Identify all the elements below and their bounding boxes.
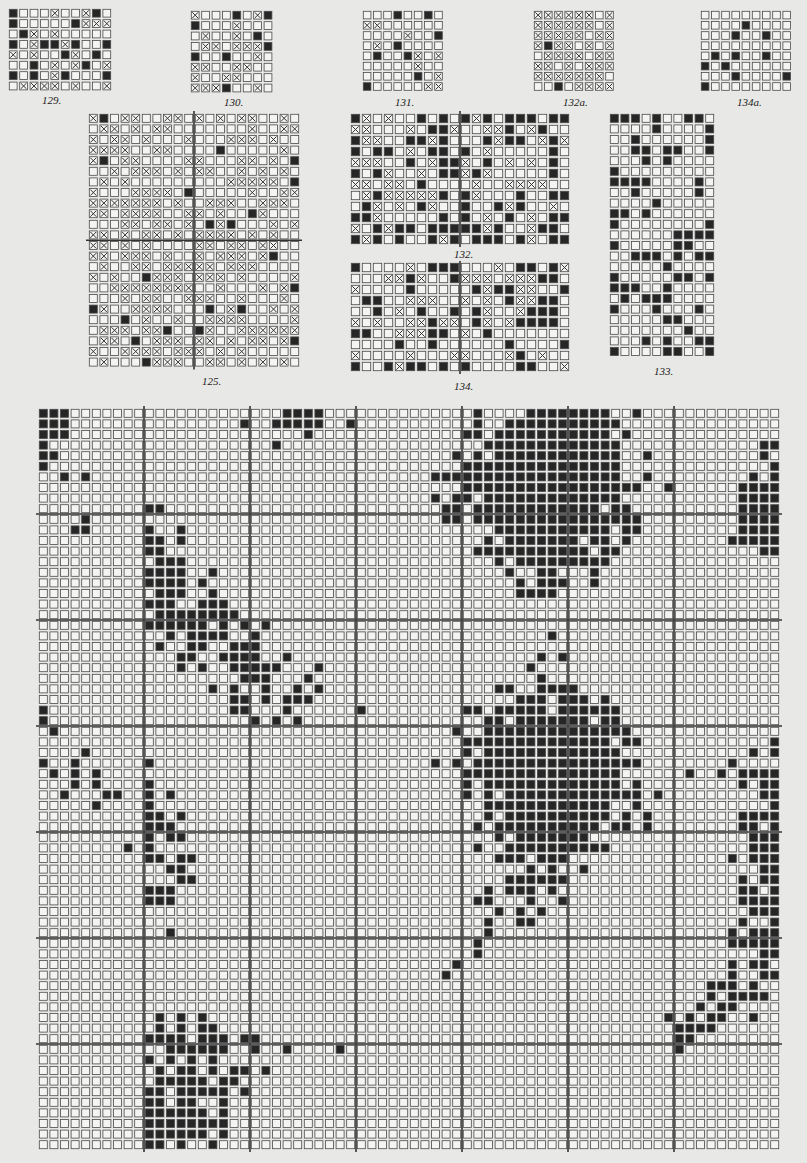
weave-grid [86,111,302,369]
weave-grid [191,11,272,92]
figure-number: 132a. [561,96,590,109]
weave-grid [363,11,442,90]
weave-grid [534,11,613,90]
figure-number: 132. [452,248,475,261]
figure-number: 130. [222,96,245,109]
weave-grid [701,11,790,90]
figure-number: 134a. [735,96,764,109]
figure-number: 131. [393,96,416,109]
figure-number: 129. [40,94,63,107]
figure-number: 134. [452,380,475,393]
weave-grid [351,111,568,247]
weave-grid [351,260,568,374]
figure-number: 133. [652,365,675,378]
figure-number: 125. [200,375,223,388]
weave-grid [610,114,713,355]
weave-grid [36,406,782,1152]
weave-grid [9,9,110,90]
